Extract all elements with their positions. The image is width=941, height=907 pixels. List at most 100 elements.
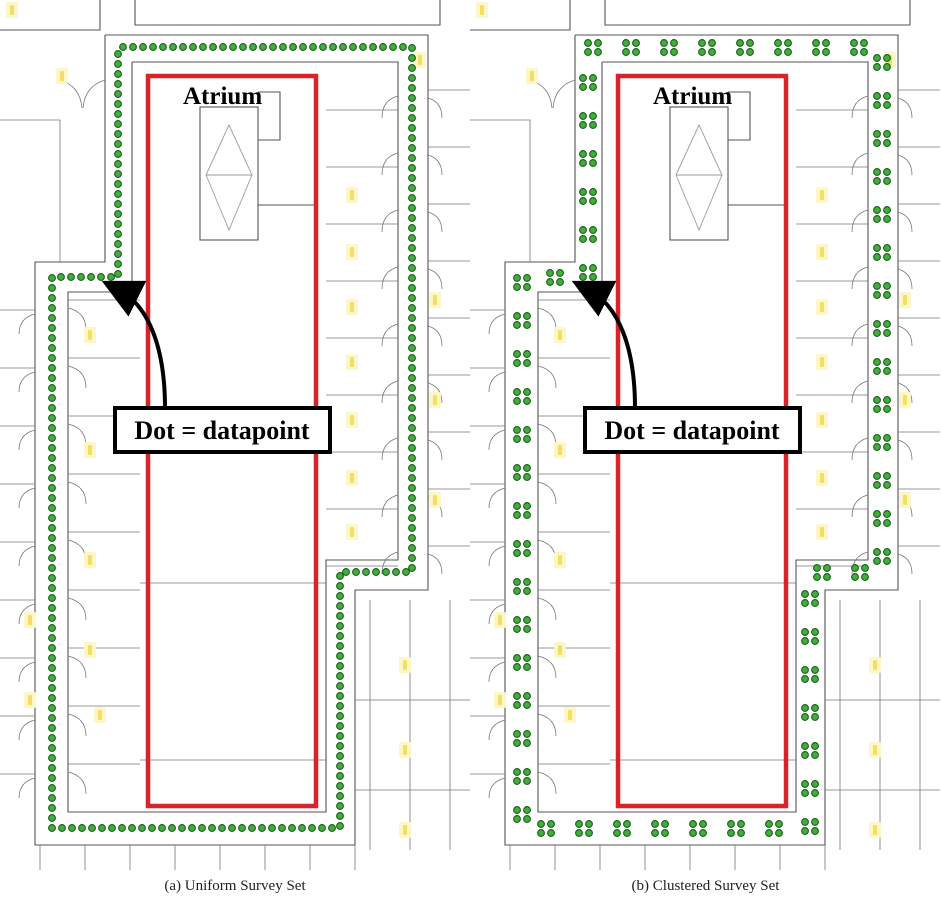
datapoint-marker [579, 235, 587, 243]
datapoint-marker [746, 39, 754, 47]
datapoint-marker [336, 572, 344, 580]
datapoint-marker [523, 587, 531, 595]
datapoint-marker [336, 582, 344, 590]
datapoint-marker [408, 284, 416, 292]
datapoint-marker [513, 464, 521, 472]
datapoint-marker [883, 130, 891, 138]
datapoint-marker [107, 273, 115, 281]
ceiling-light-icon [554, 442, 566, 458]
datapoint-marker [218, 824, 226, 832]
datapoint-marker [336, 602, 344, 610]
datapoint-marker [336, 702, 344, 710]
datapoint-marker [513, 625, 521, 633]
datapoint-marker [309, 43, 317, 51]
datapoint-marker [822, 39, 830, 47]
datapoint-marker [813, 573, 821, 581]
datapoint-marker [883, 443, 891, 451]
datapoint-marker [589, 150, 597, 158]
datapoint-marker [883, 472, 891, 480]
datapoint-marker [873, 63, 881, 71]
datapoint-marker [228, 824, 236, 832]
ceiling-light-icon [6, 2, 18, 18]
datapoint-marker [408, 374, 416, 382]
datapoint-marker [48, 464, 56, 472]
datapoint-marker [589, 112, 597, 120]
datapoint-marker [48, 684, 56, 692]
datapoint-marker [119, 43, 127, 51]
datapoint-marker [114, 80, 122, 88]
datapoint-marker [408, 204, 416, 212]
datapoint-marker [850, 48, 858, 56]
datapoint-marker [579, 74, 587, 82]
datapoint-marker [48, 354, 56, 362]
datapoint-marker [801, 827, 809, 835]
ceiling-light-icon [84, 442, 96, 458]
datapoint-marker [883, 139, 891, 147]
datapoint-marker [851, 564, 859, 572]
datapoint-marker [513, 578, 521, 586]
ceiling-light-icon [816, 299, 828, 315]
datapoint-marker [48, 784, 56, 792]
datapoint-marker [513, 397, 521, 405]
datapoint-marker [114, 100, 122, 108]
datapoint-marker [873, 367, 881, 375]
datapoint-marker [328, 824, 336, 832]
datapoint-marker [613, 829, 621, 837]
datapoint-marker [408, 324, 416, 332]
datapoint-marker [622, 48, 630, 56]
datapoint-marker [537, 820, 545, 828]
datapoint-marker [336, 812, 344, 820]
datapoint-marker [408, 364, 416, 372]
datapoint-marker [513, 663, 521, 671]
datapoint-marker [58, 824, 66, 832]
datapoint-marker [87, 273, 95, 281]
datapoint-marker [589, 273, 597, 281]
stair-core [199, 91, 318, 241]
datapoint-marker [801, 780, 809, 788]
datapoint-marker [513, 473, 521, 481]
datapoint-marker [199, 43, 207, 51]
datapoint-marker [523, 388, 531, 396]
datapoint-marker [746, 48, 754, 56]
datapoint-marker [811, 599, 819, 607]
datapoint-marker [883, 168, 891, 176]
datapoint-marker [114, 140, 122, 148]
datapoint-marker [408, 104, 416, 112]
datapoint-marker [408, 484, 416, 492]
datapoint-marker [873, 139, 881, 147]
datapoint-marker [708, 39, 716, 47]
datapoint-marker [114, 230, 122, 238]
ceiling-light-icon [24, 612, 36, 628]
datapoint-marker [861, 564, 869, 572]
datapoint-marker [48, 444, 56, 452]
datapoint-marker [48, 384, 56, 392]
datapoint-marker [359, 43, 367, 51]
datapoint-marker [48, 724, 56, 732]
datapoint-marker [114, 200, 122, 208]
datapoint-marker [408, 224, 416, 232]
datapoint-marker [589, 264, 597, 272]
datapoint-marker [523, 473, 531, 481]
datapoint-marker [148, 824, 156, 832]
datapoint-marker [48, 304, 56, 312]
datapoint-marker [408, 64, 416, 72]
datapoint-marker [736, 48, 744, 56]
datapoint-marker [408, 384, 416, 392]
datapoint-marker [873, 396, 881, 404]
datapoint-marker [523, 511, 531, 519]
datapoint-marker [651, 820, 659, 828]
datapoint-marker [48, 434, 56, 442]
datapoint-marker [408, 164, 416, 172]
datapoint-marker [48, 484, 56, 492]
datapoint-marker [48, 364, 56, 372]
datapoint-marker [408, 504, 416, 512]
datapoint-marker [336, 632, 344, 640]
datapoint-marker [408, 294, 416, 302]
datapoint-marker [813, 564, 821, 572]
datapoint-marker [118, 824, 126, 832]
datapoint-marker [48, 764, 56, 772]
datapoint-marker [408, 514, 416, 522]
datapoint-marker [546, 269, 554, 277]
stair-core [669, 91, 788, 241]
